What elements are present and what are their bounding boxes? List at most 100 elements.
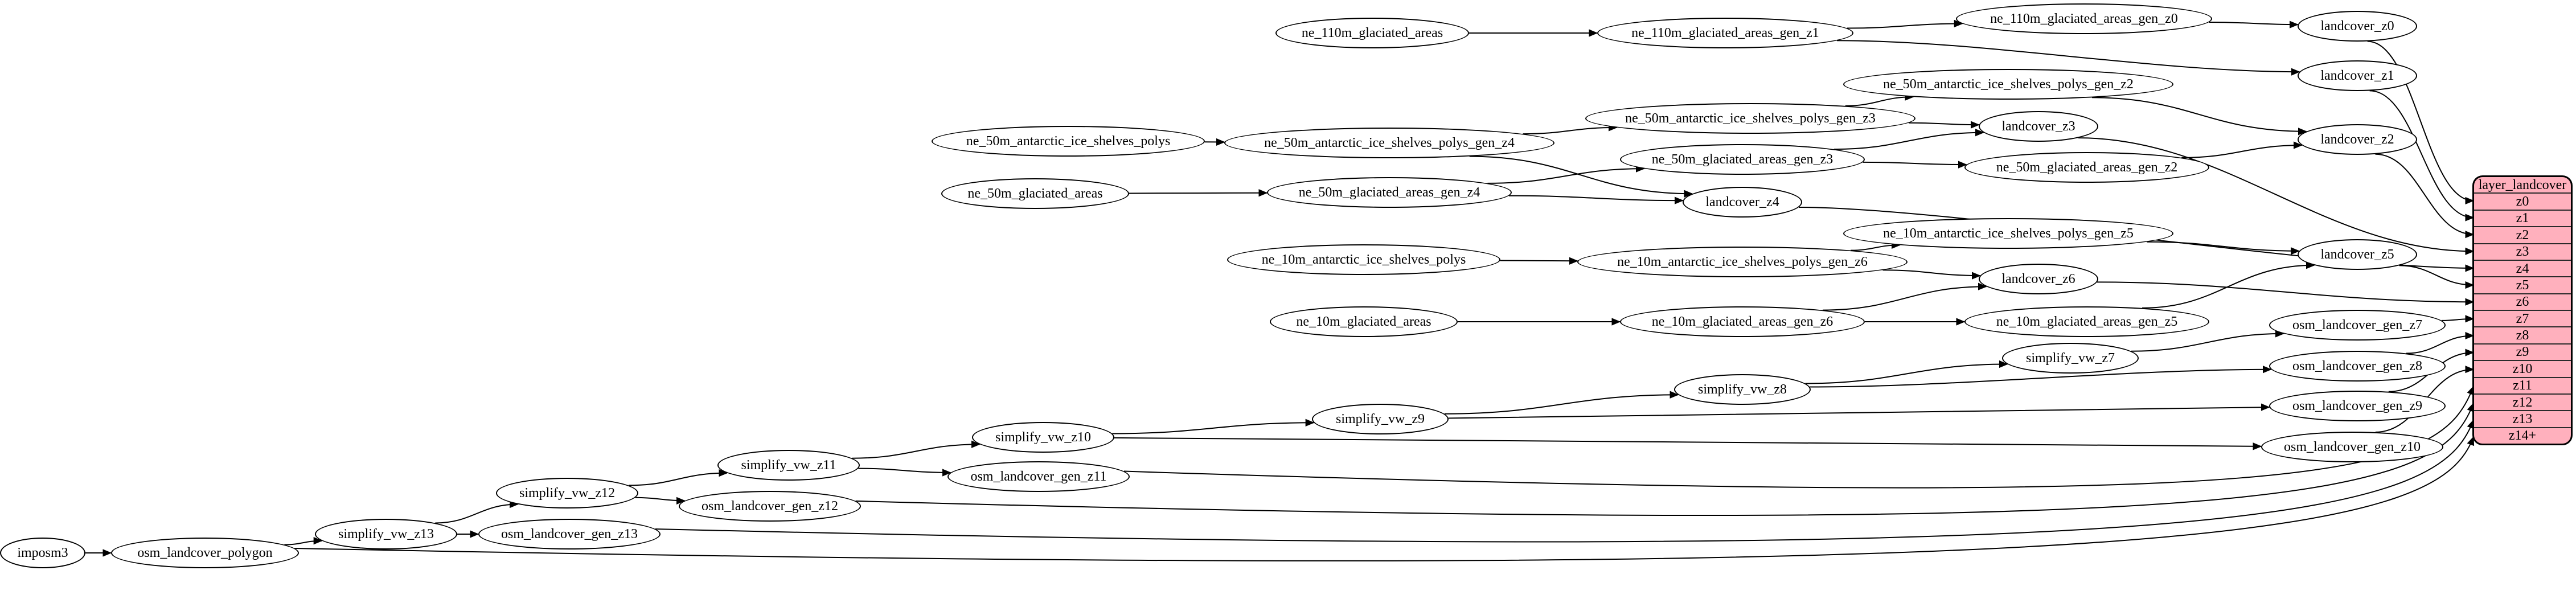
- edge-osm_landcover_gen_z13-to-layer-z13: [655, 419, 2475, 543]
- node-landcover-z1: landcover_z1: [2298, 60, 2417, 91]
- table-row-z1: z1: [2474, 209, 2571, 226]
- table-row-z8: z8: [2474, 326, 2571, 343]
- node-ne-50m-glaciated-areas-gen-z4: ne_50m_glaciated_areas_gen_z4: [1267, 177, 1512, 208]
- node-ne-110m-glaciated-areas: ne_110m_glaciated_areas: [1275, 18, 1469, 48]
- node-ne-10m-glaciated-areas-gen-z6: ne_10m_glaciated_areas_gen_z6: [1620, 306, 1865, 337]
- node-ne-50m-glaciated-areas-gen-z2: ne_50m_glaciated_areas_gen_z2: [1964, 152, 2209, 183]
- node-ne-50m-glaciated-areas-gen-z3: ne_50m_glaciated_areas_gen_z3: [1620, 144, 1865, 175]
- table-row-z14plus: z14+: [2474, 427, 2571, 444]
- node-ne-50m-glaciated-areas: ne_50m_glaciated_areas: [941, 178, 1129, 209]
- layer-landcover-table: layer_landcover z0 z1 z2 z3 z4 z5 z6 z7 …: [2472, 175, 2573, 445]
- node-landcover-z5: landcover_z5: [2298, 239, 2417, 270]
- node-ne-110m-glaciated-areas-gen-z1: ne_110m_glaciated_areas_gen_z1: [1597, 18, 1853, 48]
- node-osm-landcover-gen-z9: osm_landcover_gen_z9: [2269, 391, 2446, 421]
- edge-osm_landcover_gen_z12-to-layer-z12: [855, 402, 2475, 516]
- node-imposm3: imposm3: [0, 538, 85, 568]
- edge-ne_50m_glaciated_areas-to-ne_50m_glaciated_areas_gen_z4: [1129, 189, 1268, 197]
- edge-simplify_vw_z9-to-osm_landcover_gen_z9: [1448, 403, 2270, 419]
- edge-simplify_vw_z13-to-simplify_vw_z12: [435, 500, 519, 524]
- edge-ne_50m_glaciated_areas_gen_z2-to-landcover_z2: [2181, 141, 2303, 158]
- edge-simplify_vw_z8-to-osm_landcover_gen_z8: [1810, 366, 2272, 388]
- table-row-z3: z3: [2474, 243, 2571, 260]
- table-row-z2: z2: [2474, 226, 2571, 243]
- edge-landcover_z2-to-layer-z2: [2375, 153, 2475, 239]
- edge-simplify_vw_z8-to-simplify_vw_z7: [1805, 360, 2008, 384]
- node-osm-landcover-gen-z10: osm_landcover_gen_z10: [2261, 432, 2443, 462]
- table-row-z9: z9: [2474, 343, 2571, 360]
- node-osm-landcover-gen-z8: osm_landcover_gen_z8: [2269, 351, 2446, 382]
- edge-ne_50m_glaciated_areas_gen_z3-to-landcover_z3: [1833, 129, 1985, 150]
- edge-ne_10m_antarctic_ice_shelves_polys_gen_z5-to-landcover_z5: [2147, 241, 2300, 255]
- edge-ne_50m_glaciated_areas_gen_z4-to-landcover_z4: [1509, 195, 1684, 204]
- node-landcover-z6: landcover_z6: [1979, 264, 2098, 294]
- node-simplify-vw-z13: simplify_vw_z13: [315, 519, 457, 550]
- node-simplify-vw-z9: simplify_vw_z9: [1312, 404, 1449, 434]
- edge-ne_50m_antarctic_ice_shelves_polys_gen_z3-to-ne_50m_antarctic_ice_shelves_polys_gen_z2: [1845, 93, 1914, 106]
- node-simplify-vw-z11: simplify_vw_z11: [717, 450, 860, 481]
- node-ne-50m-antarctic-ice-shelves-polys-gen-z3: ne_50m_antarctic_ice_shelves_polys_gen_z…: [1585, 103, 1915, 134]
- node-ne-110m-glaciated-areas-gen-z0: ne_110m_glaciated_areas_gen_z0: [1956, 3, 2212, 34]
- node-ne-10m-antarctic-ice-shelves-polys: ne_10m_antarctic_ice_shelves_polys: [1227, 244, 1500, 275]
- node-ne-10m-glaciated-areas-gen-z5: ne_10m_glaciated_areas_gen_z5: [1964, 306, 2209, 337]
- table-header: layer_landcover: [2478, 177, 2567, 192]
- edge-osm_landcover_polygon-to-simplify_vw_z13: [284, 537, 323, 546]
- table-row-z13: z13: [2474, 410, 2571, 427]
- edge-ne_50m_antarctic_ice_shelves_polys_gen_z2-to-landcover_z2: [2092, 97, 2307, 136]
- node-osm-landcover-gen-z13: osm_landcover_gen_z13: [478, 519, 661, 550]
- table-row-z10: z10: [2474, 360, 2571, 376]
- table-row-z4: z4: [2474, 259, 2571, 276]
- edge-osm_landcover_polygon-to-layer-z14+: [294, 436, 2475, 561]
- node-osm-landcover-gen-z12: osm_landcover_gen_z12: [679, 491, 861, 522]
- edge-ne_50m_antarctic_ice_shelves_polys_gen_z4-to-ne_50m_antarctic_ice_shelves_polys_gen_z3: [1523, 124, 1618, 135]
- table-row-z6: z6: [2474, 293, 2571, 310]
- node-simplify-vw-z10: simplify_vw_z10: [972, 422, 1114, 453]
- edge-ne_10m_antarctic_ice_shelves_polys_gen_z6-to-ne_10m_antarctic_ice_shelves_polys_gen_z5: [1851, 241, 1901, 251]
- edge-osm_landcover_gen_z11-to-layer-z11: [1123, 386, 2475, 489]
- edge-simplify_vw_z11-to-simplify_vw_z10: [852, 440, 981, 459]
- node-ne-10m-glaciated-areas: ne_10m_glaciated_areas: [1270, 306, 1458, 337]
- edge-simplify_vw_z12-to-simplify_vw_z11: [628, 469, 728, 486]
- edge-ne_50m_antarctic_ice_shelves_polys_gen_z3-to-landcover_z3: [1908, 121, 1980, 129]
- edge-landcover_z0-to-layer-z0: [2367, 40, 2475, 205]
- node-landcover-z0: landcover_z0: [2298, 11, 2417, 42]
- node-ne-50m-antarctic-ice-shelves-polys-gen-z4: ne_50m_antarctic_ice_shelves_polys_gen_z…: [1224, 128, 1554, 158]
- edge-ne_50m_antarctic_ice_shelves_polys_gen_z4-to-landcover_z4: [1469, 155, 1693, 198]
- table-row-z5: z5: [2474, 276, 2571, 293]
- edge-ne_110m_glaciated_areas_gen_z1-to-ne_110m_glaciated_areas_gen_z0: [1847, 19, 1963, 29]
- node-simplify-vw-z7: simplify_vw_z7: [2002, 343, 2139, 374]
- edge-ne_10m_glaciated_areas_gen_z5-to-landcover_z5: [2142, 261, 2315, 309]
- node-osm-landcover-gen-z11: osm_landcover_gen_z11: [947, 461, 1130, 492]
- node-ne-50m-antarctic-ice-shelves-polys-gen-z2: ne_50m_antarctic_ice_shelves_polys_gen_z…: [1843, 69, 2173, 100]
- node-simplify-vw-z8: simplify_vw_z8: [1674, 374, 1811, 405]
- edge-osm_landcover_gen_z8-to-layer-z8: [2406, 331, 2475, 354]
- node-simplify-vw-z12: simplify_vw_z12: [496, 478, 638, 509]
- node-landcover-z3: landcover_z3: [1979, 111, 2098, 142]
- edge-simplify_vw_z10-to-osm_landcover_gen_z10: [1114, 437, 2262, 450]
- edge-ne_110m_glaciated_areas_gen_z1-to-landcover_z1: [1837, 40, 2300, 76]
- edge-ne_10m_glaciated_areas_gen_z6-to-landcover_z6: [1823, 282, 1987, 311]
- edge-landcover_z1-to-layer-z1: [2369, 90, 2475, 222]
- node-landcover-z2: landcover_z2: [2298, 124, 2417, 155]
- edge-landcover_z5-to-layer-z5: [2399, 265, 2475, 289]
- edge-ne_10m_antarctic_ice_shelves_polys-to-ne_10m_antarctic_ice_shelves_polys_gen_z6: [1500, 257, 1578, 265]
- edge-landcover_z3-to-layer-z3: [2078, 137, 2475, 255]
- edge-simplify_vw_z10-to-simplify_vw_z9: [1112, 419, 1315, 434]
- edge-simplify_vw_z7-to-osm_landcover_gen_z7: [2131, 330, 2285, 352]
- edge-ne_50m_glaciated_areas_gen_z4-to-ne_50m_glaciated_areas_gen_z3: [1487, 165, 1645, 184]
- edge-osm_landcover_gen_z7-to-layer-z7: [2441, 315, 2475, 323]
- edge-simplify_vw_z11-to-osm_landcover_gen_z11: [858, 468, 951, 477]
- edge-ne_10m_antarctic_ice_shelves_polys_gen_z6-to-landcover_z6: [1882, 269, 1981, 280]
- edge-ne_110m_glaciated_areas_gen_z0-to-landcover_z0: [2209, 20, 2299, 28]
- edge-ne_50m_glaciated_areas_gen_z3-to-ne_50m_glaciated_areas_gen_z2: [1863, 161, 1967, 169]
- node-ne-10m-antarctic-ice-shelves-polys-gen-z5: ne_10m_antarctic_ice_shelves_polys_gen_z…: [1843, 218, 2173, 249]
- table-row-z11: z11: [2474, 376, 2571, 393]
- table-row-z7: z7: [2474, 310, 2571, 326]
- node-osm-landcover-gen-z7: osm_landcover_gen_z7: [2269, 310, 2446, 341]
- node-osm-landcover-polygon: osm_landcover_polygon: [111, 538, 299, 568]
- table-row-z0: z0: [2474, 192, 2571, 209]
- node-landcover-z4: landcover_z4: [1683, 187, 1802, 218]
- node-ne-10m-antarctic-ice-shelves-polys-gen-z6: ne_10m_antarctic_ice_shelves_polys_gen_z…: [1577, 247, 1908, 277]
- node-ne-50m-antarctic-ice-shelves-polys: ne_50m_antarctic_ice_shelves_polys: [932, 126, 1205, 157]
